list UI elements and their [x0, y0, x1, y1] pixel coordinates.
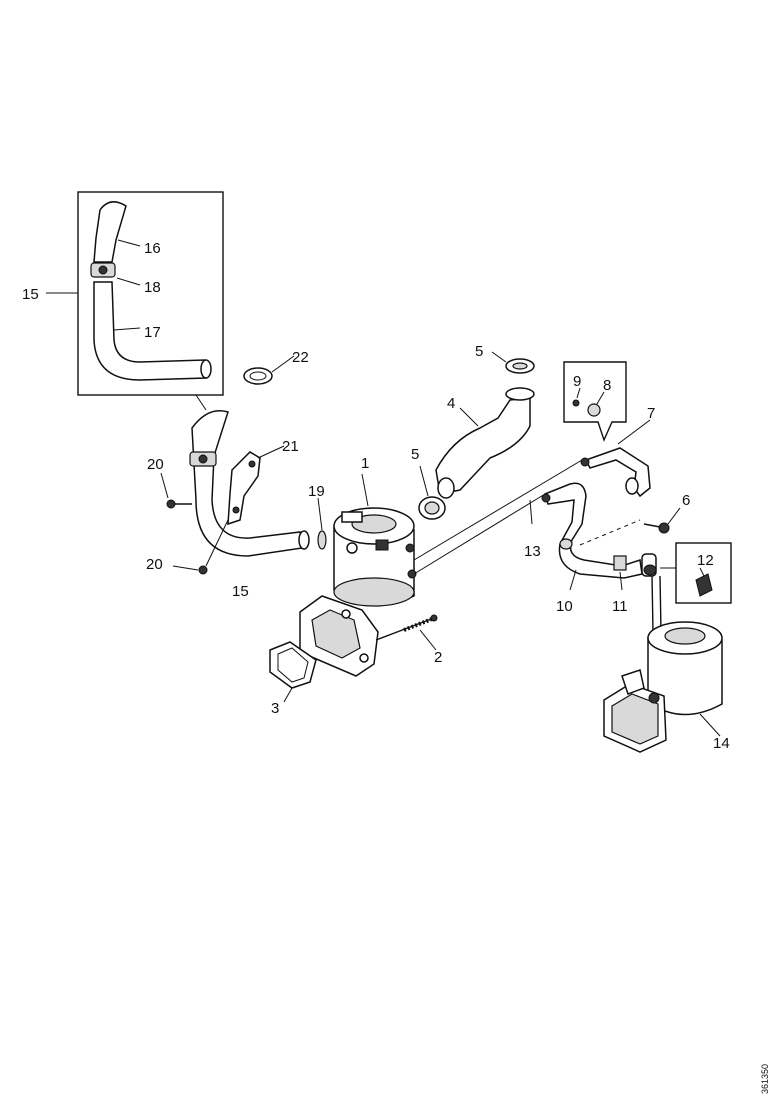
- hose-clamp: [243, 367, 273, 385]
- mounting-bracket: [227, 451, 261, 526]
- callout-6: 6: [682, 492, 690, 509]
- callout-15: 15: [232, 583, 249, 600]
- callout-10: 10: [556, 598, 573, 615]
- pump-gasket: [269, 641, 317, 689]
- drawing-reference-number: 361350: [760, 1064, 770, 1094]
- callout-5a: 5: [475, 343, 483, 360]
- hose-assembly-inset: [77, 191, 224, 396]
- pipe-bolt: [643, 522, 670, 534]
- callout-3: 3: [271, 700, 279, 717]
- callout-12: 12: [697, 552, 714, 569]
- feed-pipe: [541, 482, 657, 579]
- callout-2: 2: [434, 649, 442, 666]
- callout-5b: 5: [411, 446, 419, 463]
- pump-bolt: [375, 614, 438, 641]
- callout-21: 21: [282, 438, 299, 455]
- hose-clamp-lower: [418, 496, 446, 520]
- callout-22: 22: [292, 349, 309, 366]
- callout-14: 14: [713, 735, 730, 752]
- callout-16: 16: [144, 240, 161, 257]
- callout-17: 17: [144, 324, 161, 341]
- callout-7: 7: [647, 405, 655, 422]
- callout-13: 13: [524, 543, 541, 560]
- callout-11: 11: [612, 598, 628, 615]
- return-pipe: [580, 447, 651, 498]
- bolt: [166, 499, 229, 575]
- pipe-inset: [563, 361, 627, 442]
- callout-20a: 20: [147, 456, 164, 473]
- callout-9: 9: [573, 373, 581, 390]
- coolant-hose-left: [189, 410, 310, 557]
- water-pump-main: [299, 507, 417, 677]
- o-ring-seal: [317, 497, 327, 550]
- callout-20b: 20: [146, 556, 163, 573]
- callout-8: 8: [603, 377, 611, 394]
- callout-4: 4: [447, 395, 455, 412]
- fitting-inset: [675, 542, 732, 604]
- upper-coolant-hose: [435, 387, 535, 499]
- callout-19: 19: [308, 483, 325, 500]
- callout-1: 1: [361, 455, 369, 472]
- callout-15-inset: 15: [22, 286, 39, 303]
- callout-18: 18: [144, 279, 161, 296]
- hose-clamp-upper: [505, 358, 535, 374]
- auxiliary-pump: [603, 575, 723, 753]
